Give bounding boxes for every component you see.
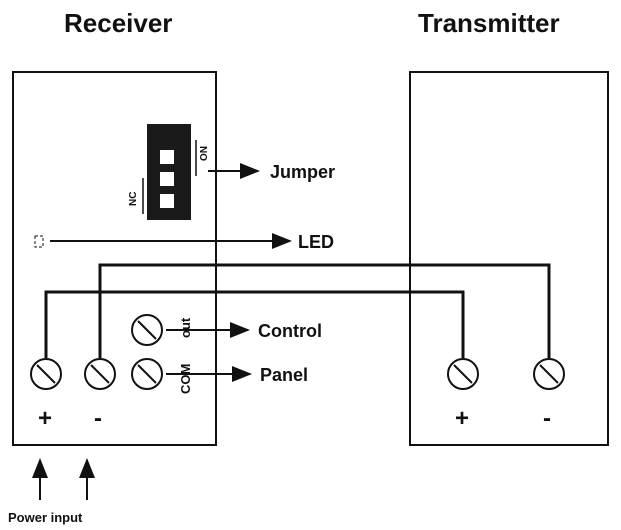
receiver-minus-sign: - — [94, 405, 102, 432]
jumper-block — [147, 124, 191, 220]
panel-label: Panel — [260, 365, 308, 385]
wire-positive — [44, 290, 465, 358]
jumper-nc-label: NC — [128, 192, 139, 206]
terminal-out-label: out — [178, 317, 193, 338]
transmitter-box — [409, 71, 609, 446]
led-label: LED — [298, 232, 334, 252]
jumper-no-label: NO — [197, 146, 208, 161]
receiver-terminal-minus — [84, 358, 116, 390]
transmitter-terminal-plus — [447, 358, 479, 390]
terminal-com-label: COM — [178, 364, 193, 394]
jumper-pin-2 — [160, 172, 174, 186]
receiver-title: Receiver — [64, 8, 172, 38]
receiver-terminal-control — [131, 314, 163, 346]
transmitter-minus-sign: - — [543, 405, 551, 432]
transmitter-plus-sign: + — [455, 405, 469, 432]
wire-negative — [98, 263, 551, 358]
jumper-pin-1 — [160, 150, 174, 164]
receiver-plus-sign: + — [38, 405, 52, 432]
transmitter-terminal-minus — [533, 358, 565, 390]
transmitter-title: Transmitter — [418, 8, 560, 38]
receiver-terminal-plus — [30, 358, 62, 390]
power-input-label: Power input — [8, 510, 83, 525]
receiver-terminal-com — [131, 358, 163, 390]
control-label: Control — [258, 321, 322, 341]
jumper-pin-3 — [160, 194, 174, 208]
led-indicator — [34, 235, 44, 248]
receiver-box — [12, 71, 217, 446]
jumper-label: Jumper — [270, 162, 335, 182]
